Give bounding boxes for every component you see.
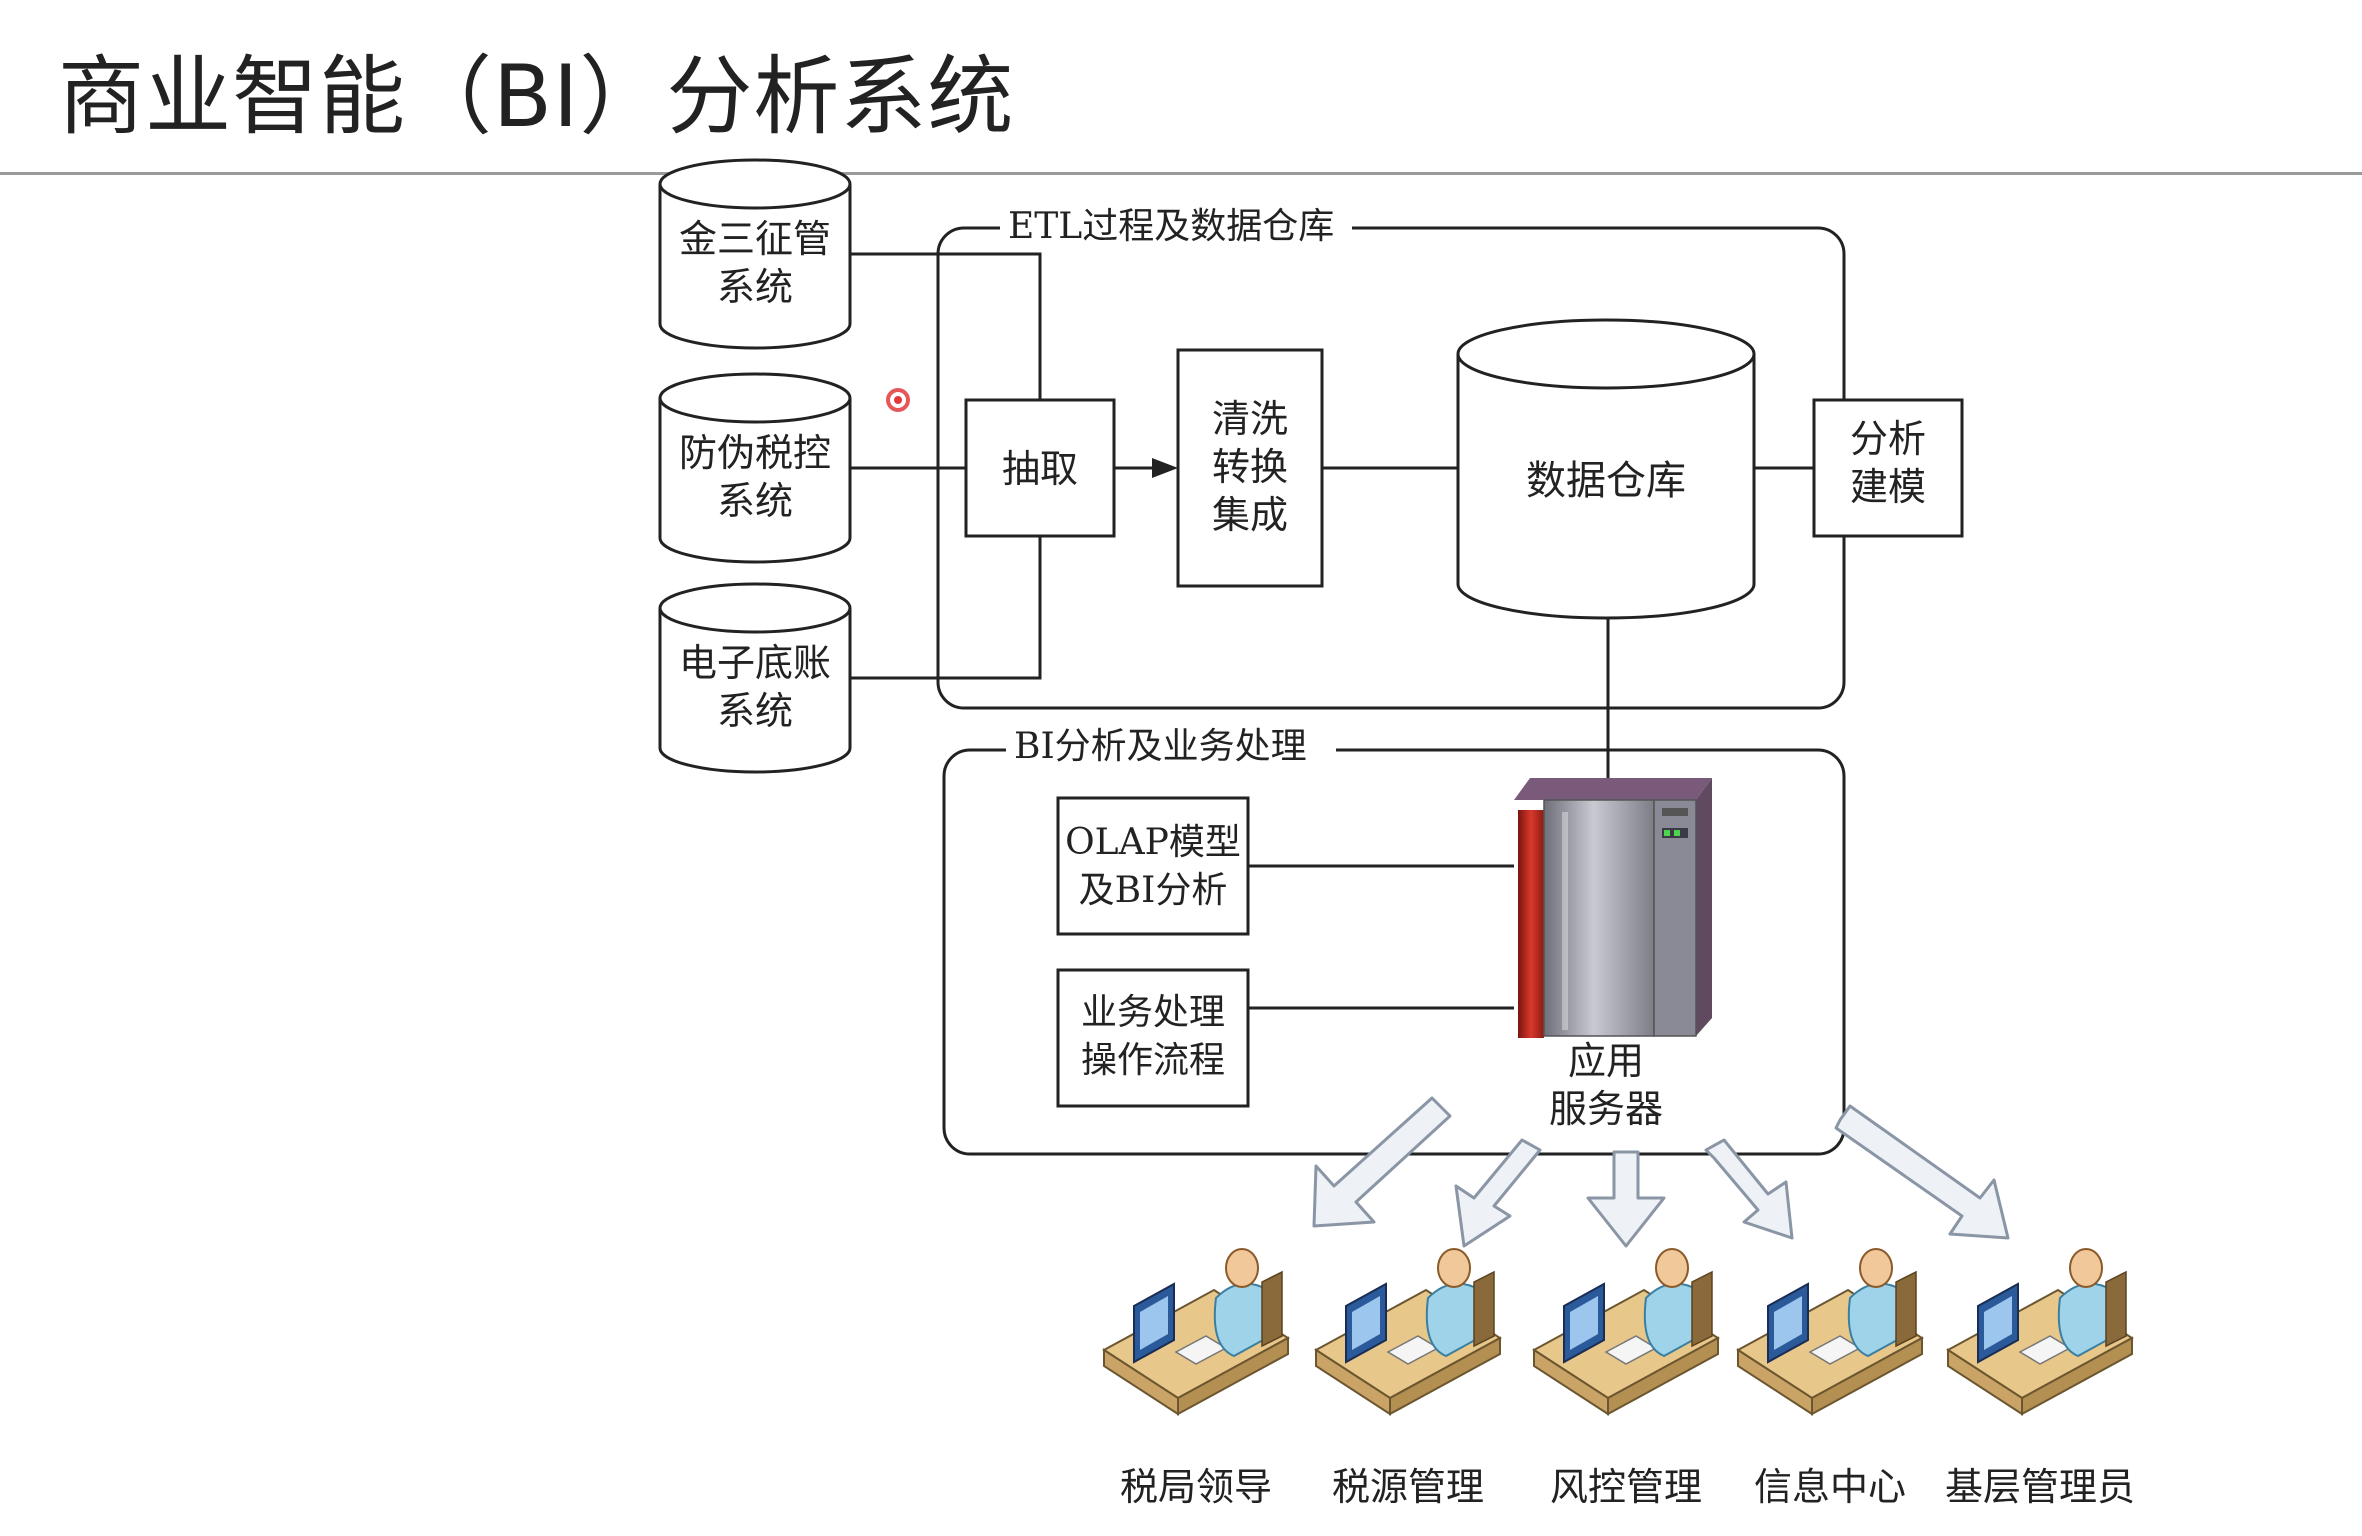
arrow-to-tax-source-icon (1454, 1138, 1542, 1248)
clean-label-2: 转换 (1212, 445, 1288, 489)
application-server-icon[interactable]: 应用 服务器 (1514, 778, 1712, 1131)
arrow-to-leader-icon (1312, 1096, 1452, 1228)
data-warehouse[interactable]: 数据仓库 (1456, 318, 1756, 620)
arrow-to-it-center-icon (1704, 1138, 1794, 1240)
business-label-1: 业务处理 (1081, 992, 1225, 1033)
clean-label-3: 集成 (1212, 493, 1288, 537)
connectors (850, 252, 1814, 1010)
modeling-label-1: 分析 (1850, 417, 1926, 461)
server-label-1: 应用 (1568, 1039, 1644, 1083)
bi-group: BI分析及业务处理 (942, 726, 1846, 1156)
business-label-2: 操作流程 (1081, 1040, 1225, 1081)
user-role-label: 信息中心 (1754, 1465, 1906, 1509)
user-workstations: 税局领导 税源管理 风控管理 信息中心基层管理员 (1102, 1248, 2135, 1509)
source-3-line2: 系统 (717, 689, 793, 733)
page-title: 商业智能（BI）分析系统 (58, 47, 1015, 147)
olap-label-1: OLAP模型 (1065, 822, 1241, 863)
user-role-label: 税源管理 (1332, 1465, 1484, 1509)
warehouse-label: 数据仓库 (1526, 458, 1686, 504)
server-label-2: 服务器 (1549, 1087, 1663, 1131)
analysis-modeling-box[interactable]: 分析 建模 (1812, 398, 1964, 538)
user-workstation-icon[interactable] (1946, 1248, 2134, 1416)
bi-group-label: BI分析及业务处理 (1014, 726, 1307, 767)
source-2-line2: 系统 (717, 479, 793, 523)
arrow-to-risk-icon (1586, 1150, 1666, 1248)
etl-group-label: ETL过程及数据仓库 (1008, 206, 1334, 247)
user-workstation-icon[interactable] (1532, 1248, 1720, 1416)
extract-label: 抽取 (1002, 447, 1078, 491)
user-workstation-icon[interactable] (1314, 1248, 1502, 1416)
user-role-label: 基层管理员 (1945, 1465, 2135, 1509)
user-role-label: 税局领导 (1120, 1465, 1272, 1509)
arrow-head-icon (1152, 458, 1178, 478)
arrow-to-grassroots-icon (1834, 1104, 2010, 1240)
source-1-line1: 金三征管 (679, 217, 831, 261)
source-3-line1: 电子底账 (679, 641, 831, 685)
user-workstation-icon[interactable] (1102, 1248, 1290, 1416)
cursor-marker-icon (886, 388, 910, 412)
clean-label-1: 清洗 (1212, 397, 1288, 441)
source-system-1[interactable]: 金三征管 系统 (658, 158, 852, 350)
modeling-label-2: 建模 (1850, 465, 1926, 509)
olap-box[interactable]: OLAP模型 及BI分析 (1056, 796, 1250, 936)
user-role-label: 风控管理 (1550, 1465, 1702, 1509)
source-system-2[interactable]: 防伪税控 系统 (658, 372, 852, 564)
source-2-line1: 防伪税控 (679, 431, 831, 475)
olap-label-2: 及BI分析 (1079, 870, 1228, 911)
clean-transform-box[interactable]: 清洗 转换 集成 (1176, 348, 1324, 588)
extract-box[interactable]: 抽取 (964, 398, 1116, 538)
source-system-3[interactable]: 电子底账 系统 (658, 582, 852, 774)
business-process-box[interactable]: 业务处理 操作流程 (1056, 968, 1250, 1108)
title-divider (0, 172, 2362, 175)
user-workstation-icon[interactable] (1736, 1248, 1924, 1416)
source-1-line2: 系统 (717, 265, 793, 309)
distribution-arrows (1312, 1096, 2010, 1248)
etl-group: ETL过程及数据仓库 (936, 206, 1846, 710)
